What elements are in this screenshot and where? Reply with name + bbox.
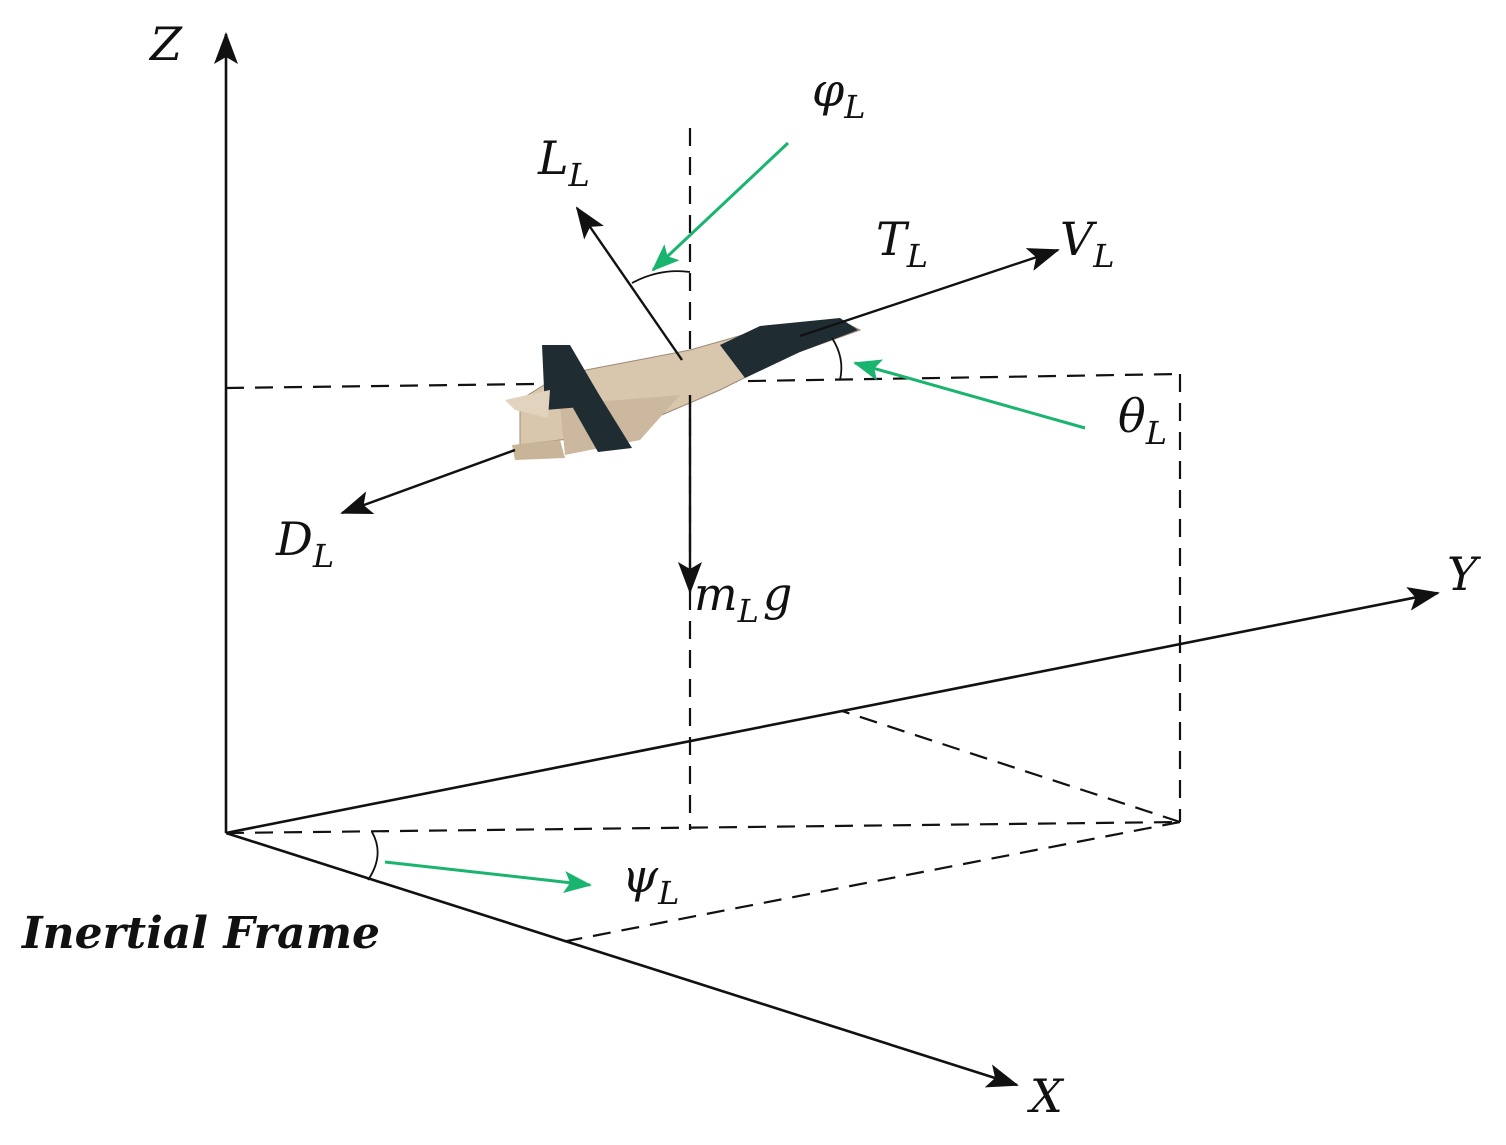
x-axis-label: X	[1027, 1069, 1065, 1123]
z-axis-label: Z	[148, 17, 183, 71]
pitch-angle-label: θL	[1118, 389, 1167, 452]
y-axis	[225, 587, 1440, 835]
drag-vector	[340, 448, 516, 515]
frame-title: Inertial Frame	[20, 908, 380, 959]
roll-angle-arc	[631, 270, 691, 284]
yaw-angle-arc	[367, 831, 379, 881]
velocity-label: VL	[1060, 212, 1114, 275]
force-vectors	[340, 206, 1060, 594]
ground-to-y-dashed	[841, 709, 1181, 824]
pitch-pointer-arrow	[853, 359, 1086, 430]
x-axis	[225, 831, 1019, 1088]
yaw-pointer-arrow	[384, 860, 592, 894]
thrust-label: TL	[876, 212, 928, 275]
aircraft-tail-fin-right	[560, 380, 632, 452]
inertial-axes	[214, 32, 1440, 1088]
aircraft-nose	[720, 318, 858, 378]
angle-arcs	[367, 270, 843, 881]
aircraft-horizontal-stabilizer	[505, 390, 550, 418]
horizontal-dashed-line	[689, 372, 1181, 384]
aircraft	[505, 318, 862, 460]
roll-pointer-arrow	[651, 141, 790, 272]
ground-dashed-line	[225, 820, 1181, 835]
y-axis-label: Y	[1447, 547, 1482, 601]
lift-vector	[575, 206, 683, 361]
weight-label: mLg	[694, 567, 792, 630]
lift-label: LL	[537, 131, 590, 194]
drag-label: DL	[275, 512, 334, 575]
velocity-vector	[799, 248, 1060, 338]
projection-lines	[225, 128, 1182, 944]
ground-to-x-dashed	[561, 820, 1181, 944]
pitch-angle-arc	[831, 337, 843, 381]
angle-pointers	[384, 141, 1086, 894]
aircraft-exhaust	[512, 440, 565, 460]
roll-angle-label: φL	[812, 63, 865, 126]
yaw-angle-label: ψL	[622, 849, 679, 912]
